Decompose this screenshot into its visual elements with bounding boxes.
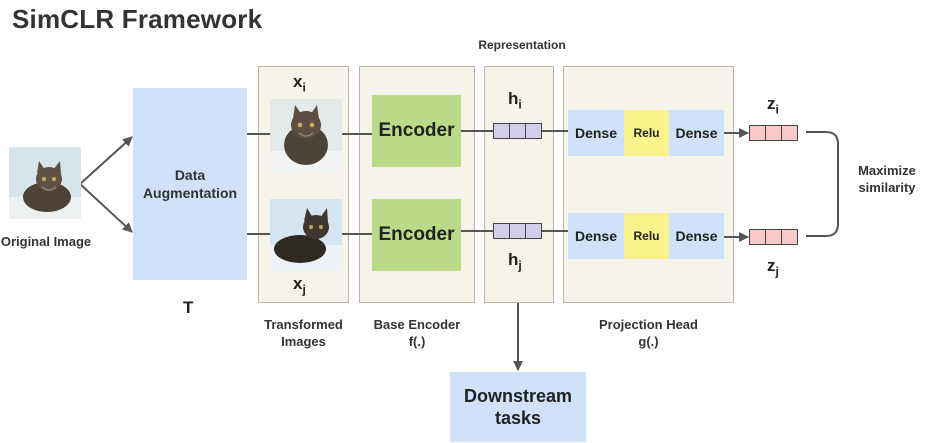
encoder-bottom: Encoder xyxy=(372,199,461,271)
xj-label: xj xyxy=(293,274,306,297)
dense-bottom-2: Dense xyxy=(669,213,724,259)
hj-vector xyxy=(493,223,542,239)
original-image-label: Original Image xyxy=(0,234,92,249)
arrow-to-augmentation-bottom xyxy=(79,183,133,233)
xi-label: xi xyxy=(293,72,306,95)
hi-label: hi xyxy=(508,89,522,112)
data-augmentation-box: Data Augmentation xyxy=(133,88,247,280)
relu-bottom: Relu xyxy=(624,213,669,259)
transformed-images-label: Transformed Images xyxy=(264,317,343,349)
dense-bottom-1: Dense xyxy=(568,213,624,259)
downstream-tasks-label: Downstream tasks xyxy=(463,386,573,428)
zj-vector xyxy=(749,229,798,245)
base-encoder-label: Base Encoder f(.) xyxy=(373,317,461,349)
dense-top-2: Dense xyxy=(669,110,724,156)
encoder-top: Encoder xyxy=(372,95,461,167)
downstream-tasks-box: Downstream tasks xyxy=(450,372,586,442)
relu-top: Relu xyxy=(624,110,669,156)
dense-top-1: Dense xyxy=(568,110,624,156)
original-cat-image xyxy=(9,147,81,219)
diagram-title: SimCLR Framework xyxy=(12,4,263,34)
hi-vector xyxy=(493,123,542,139)
projection-head-label: Projection Head g(.) xyxy=(599,317,698,349)
similarity-bracket xyxy=(806,131,839,237)
representation-panel xyxy=(484,66,554,303)
maximize-similarity-label: Maximize similarity xyxy=(858,163,916,195)
data-augmentation-label: Data Augmentation xyxy=(142,167,238,201)
projection-head-panel xyxy=(563,66,734,303)
arrow-to-augmentation-top xyxy=(79,136,133,185)
transformed-image-xj xyxy=(270,199,342,271)
transformed-image-xi xyxy=(270,99,342,171)
hj-label: hj xyxy=(508,250,522,273)
zj-label: zj xyxy=(767,256,779,279)
zi-label: zi xyxy=(767,94,779,117)
t-label: T xyxy=(183,298,194,317)
representation-label: Representation xyxy=(478,38,566,52)
zi-vector xyxy=(749,125,798,141)
